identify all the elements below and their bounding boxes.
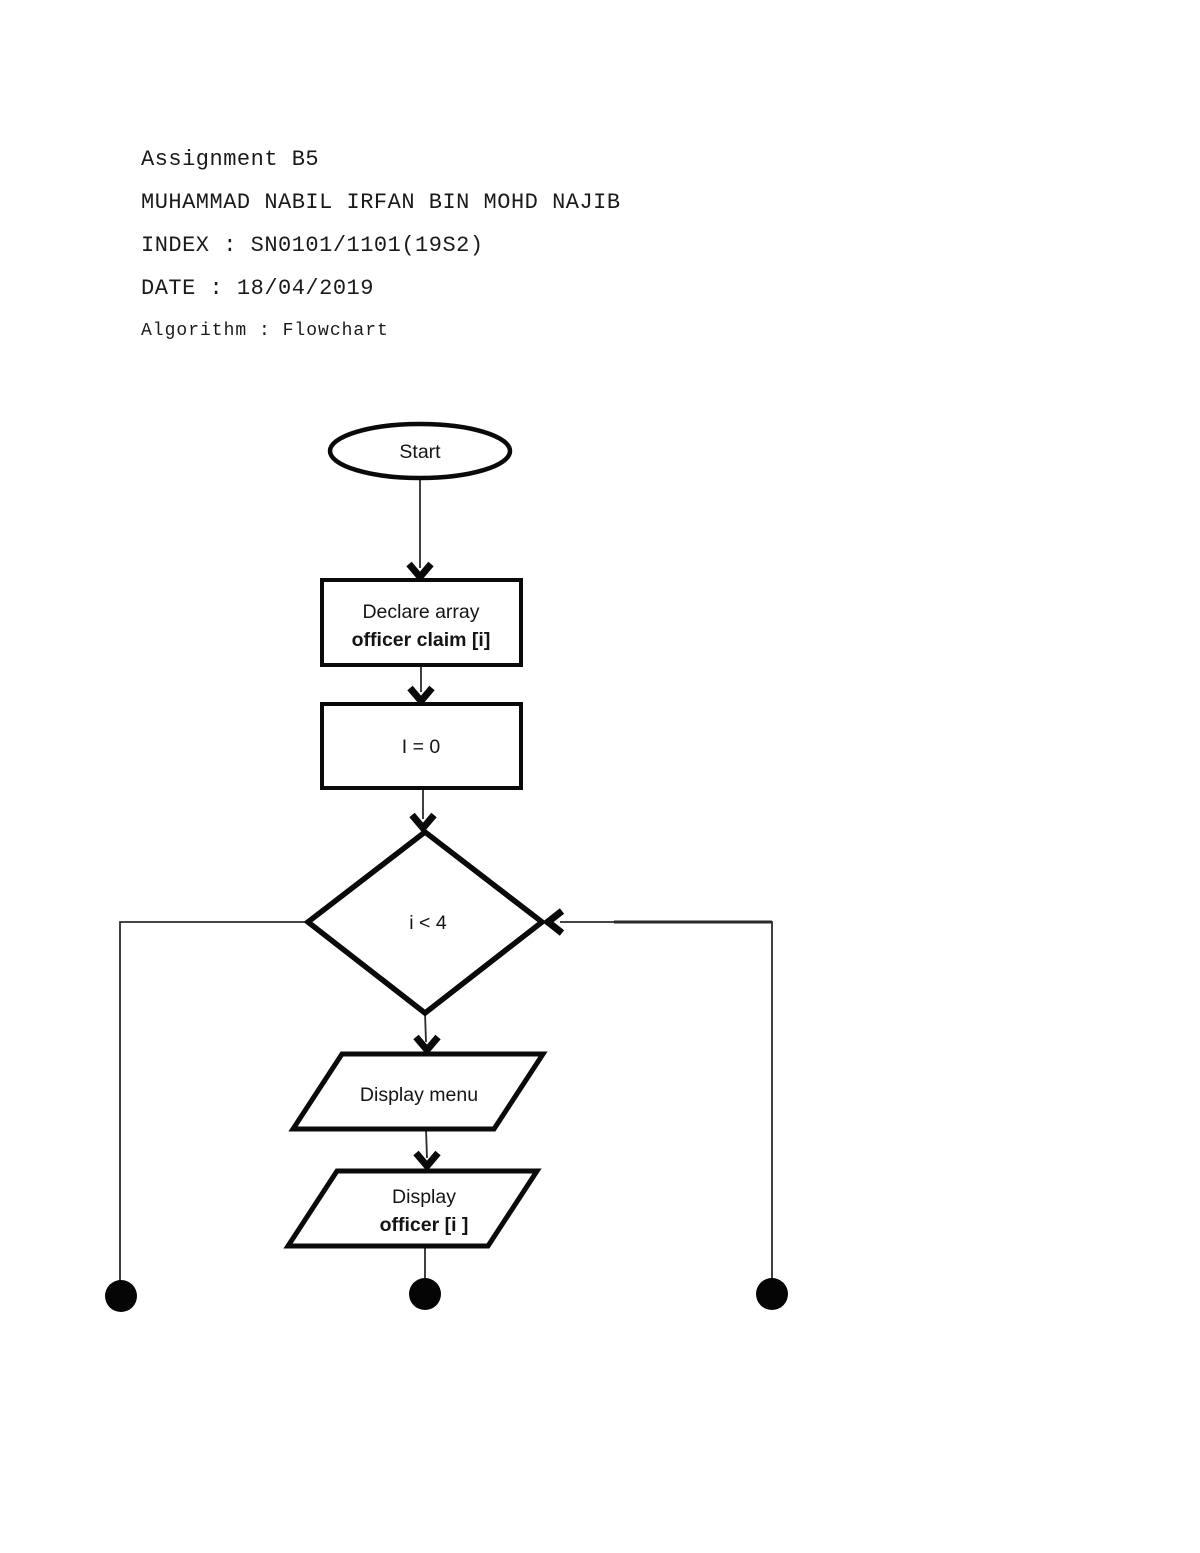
arrowhead-into-decision-right: [542, 908, 565, 936]
arrowhead-into-declare: [406, 561, 434, 583]
arrowhead-into-displayofficer: [413, 1150, 441, 1172]
init-label: I = 0: [402, 736, 441, 758]
assignment-title: Assignment B5: [141, 147, 320, 172]
right-connector-circle-icon: [756, 1278, 788, 1310]
declare-label-line1: Declare array: [362, 601, 479, 623]
node-display-officer: Display officer [i ]: [283, 1168, 542, 1249]
edge-displaymenu-to-displayofficer: [425, 1128, 428, 1159]
display-officer-label-line1: Display: [392, 1186, 456, 1208]
algorithm-line: Algorithm : Flowchart: [141, 321, 389, 341]
display-menu-parallelogram: [288, 1051, 548, 1132]
edge-decision-to-displaymenu: [424, 1012, 427, 1043]
decision-diamond: [303, 828, 547, 1017]
node-display-menu: Display menu: [288, 1051, 548, 1132]
node-init: I = 0: [320, 702, 523, 790]
start-label: Start: [399, 441, 441, 463]
edge-right-connector-to-decision: [560, 921, 773, 1279]
edge-decision-false-to-left-connector: [119, 921, 308, 1281]
declare-label-line2: officer claim [i]: [352, 629, 491, 651]
left-connector-circle-icon: [105, 1280, 137, 1312]
display-officer-parallelogram: [283, 1168, 542, 1249]
arrowhead-into-decision-top: [409, 812, 437, 834]
start-ellipse: [327, 421, 513, 481]
arrowhead-into-displaymenu: [413, 1034, 441, 1056]
author-name: MUHAMMAD NABIL IRFAN BIN MOHD NAJIB: [141, 190, 621, 215]
middle-connector-circle-icon: [409, 1278, 441, 1310]
declare-rectangle: [320, 578, 523, 667]
index-line: INDEX : SN0101/1101(19S2): [141, 233, 484, 258]
date-line: DATE : 18/04/2019: [141, 276, 374, 301]
node-decision: i < 4: [303, 828, 547, 1017]
init-rectangle: [320, 702, 523, 790]
display-menu-label: Display menu: [360, 1084, 478, 1106]
decision-label: i < 4: [409, 912, 447, 934]
arrowhead-into-init: [407, 685, 435, 707]
document-header: Assignment B5 MUHAMMAD NABIL IRFAN BIN M…: [141, 138, 621, 353]
display-officer-label-line2: officer [i ]: [380, 1214, 469, 1236]
node-start: Start: [327, 421, 513, 481]
node-declare-array: Declare array officer claim [i]: [320, 578, 523, 667]
